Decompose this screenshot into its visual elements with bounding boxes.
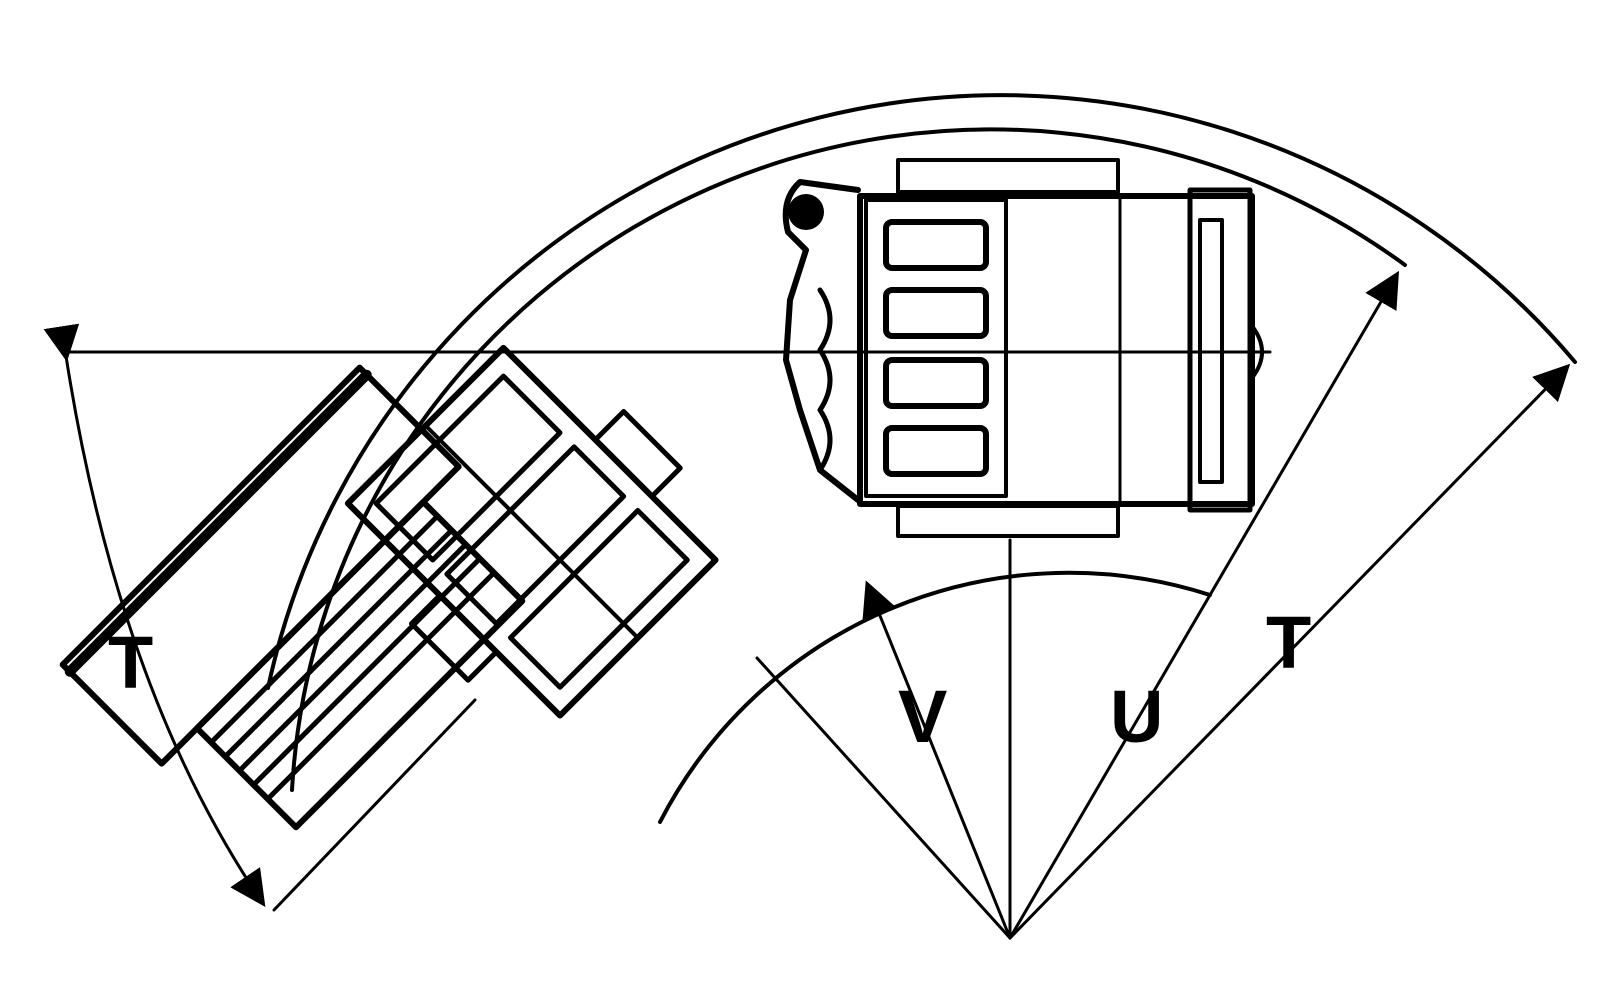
label-v: V (898, 675, 947, 758)
front-bucket (59, 364, 526, 831)
middle-turning-arc (290, 127, 1407, 792)
radial-line-v (862, 580, 1012, 940)
articulation-joint (782, 179, 861, 503)
radial-line-t (1008, 363, 1571, 940)
front-frame (344, 344, 719, 719)
radial-line-a (755, 656, 1012, 940)
rear-wheels (883, 219, 989, 477)
left-t-dimension-arc (43, 323, 266, 907)
label-t-right: T (1266, 601, 1311, 684)
rear-frame (857, 158, 1264, 538)
radial-line-u (1008, 270, 1400, 940)
outer-turning-arc (266, 93, 1577, 690)
left-radial-line (272, 698, 477, 912)
label-t-left: T (108, 621, 153, 704)
label-u: U (1110, 675, 1163, 758)
